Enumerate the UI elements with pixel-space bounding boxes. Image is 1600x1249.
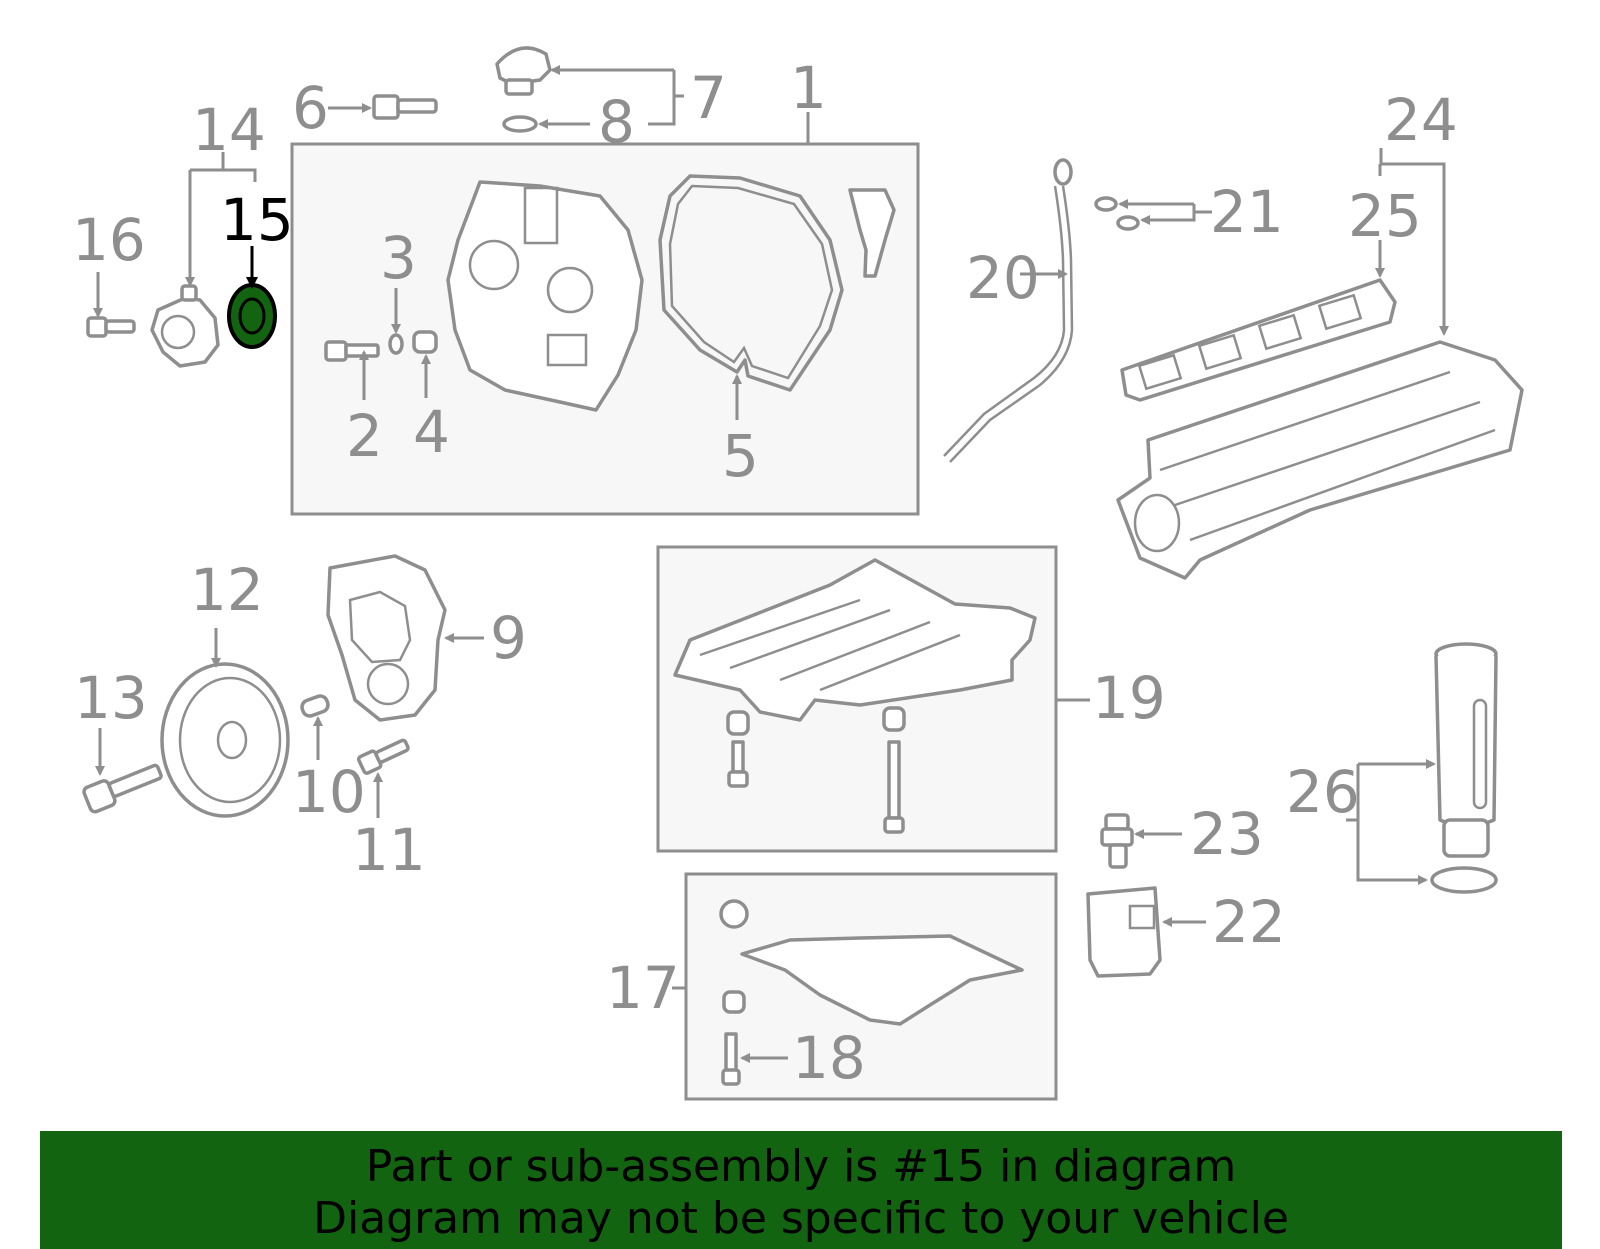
leader-lines xyxy=(93,65,1449,1063)
seal-part-15[interactable] xyxy=(227,283,277,349)
front-cover-seal-bore xyxy=(468,239,520,291)
timing-cover-part[interactable] xyxy=(326,554,447,722)
callout-7: 7 xyxy=(690,64,727,132)
filler-cap-seal-part[interactable] xyxy=(502,115,538,133)
filter-part-22[interactable] xyxy=(1086,886,1162,978)
info-banner: Part or sub-assembly is #15 in diagram D… xyxy=(40,1131,1562,1249)
callout-10: 10 xyxy=(292,758,366,826)
cover-bracket-part[interactable] xyxy=(848,188,896,278)
callout-19: 19 xyxy=(1092,664,1166,732)
bolt-part-16[interactable] xyxy=(86,316,136,338)
bolt-part-13[interactable] xyxy=(82,760,165,814)
oil-filler-cap-neck xyxy=(504,78,534,96)
bolt-part-2[interactable] xyxy=(324,340,380,362)
dipstick-part[interactable] xyxy=(943,158,1074,463)
callout-8: 8 xyxy=(598,88,635,156)
upper-oil-pan-rib xyxy=(699,598,961,692)
pump-assembly-part[interactable] xyxy=(150,284,220,368)
callout-11: 11 xyxy=(352,816,426,884)
callout-6: 6 xyxy=(292,74,329,142)
callout-18: 18 xyxy=(792,1024,866,1092)
banner-line-disclaimer: Diagram may not be specific to your vehi… xyxy=(313,1193,1289,1244)
front-cover-pad xyxy=(546,333,588,367)
seal-part-15-inner xyxy=(238,297,266,335)
filter-housing-part[interactable] xyxy=(1434,642,1498,858)
callout-23: 23 xyxy=(1190,800,1264,868)
sensor-part-23[interactable] xyxy=(1100,813,1134,869)
filter-housing-o-ring[interactable] xyxy=(1430,866,1498,894)
callout-22: 22 xyxy=(1212,888,1286,956)
callout-5: 5 xyxy=(722,422,759,490)
dowel-part-4[interactable] xyxy=(412,330,438,354)
washer-part-3[interactable] xyxy=(388,333,404,355)
cover-gasket-part[interactable] xyxy=(658,174,844,392)
callout-25: 25 xyxy=(1348,182,1422,250)
callout-12: 12 xyxy=(190,556,264,624)
callout-3: 3 xyxy=(380,224,417,292)
bolt-part-18[interactable] xyxy=(721,1032,741,1086)
dowel-part-10[interactable] xyxy=(300,694,330,718)
timing-cover-window xyxy=(348,590,412,664)
callout-14: 14 xyxy=(192,96,266,164)
callout-9: 9 xyxy=(490,604,527,672)
callout-16: 16 xyxy=(72,206,146,274)
callout-24: 24 xyxy=(1384,86,1458,154)
front-cover-bore-2 xyxy=(546,266,594,314)
stud-bolt-left[interactable] xyxy=(726,710,750,788)
upper-oil-pan-part[interactable] xyxy=(673,558,1037,722)
callout-2: 2 xyxy=(346,402,383,470)
crank-pulley-part[interactable] xyxy=(160,662,290,818)
lower-oil-pan-part[interactable] xyxy=(740,934,1024,1026)
callout-15: 15 xyxy=(220,186,294,254)
intake-manifold-part[interactable] xyxy=(1116,340,1524,580)
callout-13: 13 xyxy=(74,664,148,732)
intake-gasket-part[interactable] xyxy=(1120,278,1397,402)
callout-1: 1 xyxy=(790,54,827,122)
front-cover-part[interactable] xyxy=(446,180,644,412)
callout-26: 26 xyxy=(1286,758,1360,826)
front-cover-boss xyxy=(523,186,559,245)
lower-pan-dowel xyxy=(722,990,746,1014)
banner-line-part-number: Part or sub-assembly is #15 in diagram xyxy=(365,1141,1237,1192)
bolt-part-6[interactable] xyxy=(372,94,438,120)
o-ring-part-21b[interactable] xyxy=(1116,215,1140,231)
callout-20: 20 xyxy=(966,244,1040,312)
cover-gasket-inner xyxy=(668,184,834,380)
timing-cover-bore xyxy=(366,662,410,706)
callouts: 1 2 3 4 5 6 7 8 9 10 11 12 13 14 15 16 1… xyxy=(72,54,1458,1092)
drain-plug-part[interactable] xyxy=(719,899,749,929)
stud-bolt-right[interactable] xyxy=(882,706,906,834)
o-ring-part-21a[interactable] xyxy=(1094,196,1118,212)
filter-part-22-label xyxy=(1128,904,1156,930)
callout-21: 21 xyxy=(1210,178,1284,246)
callout-4: 4 xyxy=(413,398,450,466)
bolt-part-11[interactable] xyxy=(356,737,411,775)
callout-17: 17 xyxy=(606,954,680,1022)
